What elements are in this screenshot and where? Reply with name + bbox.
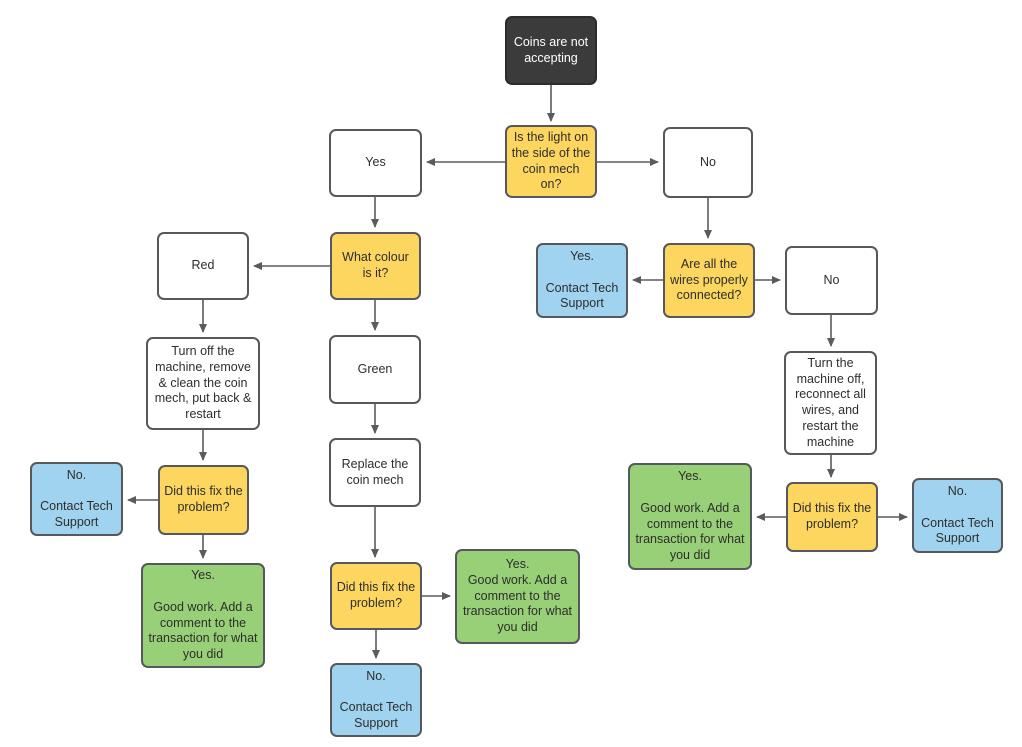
node-yes-good-work-mid: Yes. Good work. Add a comment to the tra… bbox=[455, 549, 580, 644]
node-did-fix-right: Did this fix the problem? bbox=[786, 482, 878, 552]
node-coins-not-accepting: Coins are not accepting bbox=[505, 16, 597, 85]
node-colour-green: Green bbox=[329, 335, 421, 404]
node-light-no: No bbox=[663, 127, 753, 198]
node-turn-machine-off-reconnect: Turn the machine off, reconnect all wire… bbox=[784, 351, 877, 455]
node-did-fix-mid: Did this fix the problem? bbox=[330, 562, 422, 630]
node-no-contact-support-right: No. Contact Tech Support bbox=[912, 478, 1003, 553]
node-light-yes: Yes bbox=[329, 129, 422, 197]
node-are-wires-connected: Are all the wires properly connected? bbox=[663, 243, 755, 318]
node-yes-good-work-left: Yes. Good work. Add a comment to the tra… bbox=[141, 563, 265, 668]
node-is-light-on: Is the light on the side of the coin mec… bbox=[505, 125, 597, 198]
node-wires-no: No bbox=[785, 246, 878, 315]
node-colour-red: Red bbox=[157, 232, 249, 300]
node-replace-coin-mech: Replace the coin mech bbox=[329, 438, 421, 507]
node-did-fix-left: Did this fix the problem? bbox=[158, 465, 249, 535]
node-no-contact-support-mid: No. Contact Tech Support bbox=[330, 663, 422, 737]
node-no-contact-support-left: No. Contact Tech Support bbox=[30, 462, 123, 536]
node-what-colour: What colour is it? bbox=[330, 232, 421, 300]
node-turn-off-clean-mech: Turn off the machine, remove & clean the… bbox=[146, 337, 260, 430]
node-yes-contact-support-right: Yes. Contact Tech Support bbox=[536, 243, 628, 318]
node-yes-good-work-right: Yes. Good work. Add a comment to the tra… bbox=[628, 463, 752, 570]
